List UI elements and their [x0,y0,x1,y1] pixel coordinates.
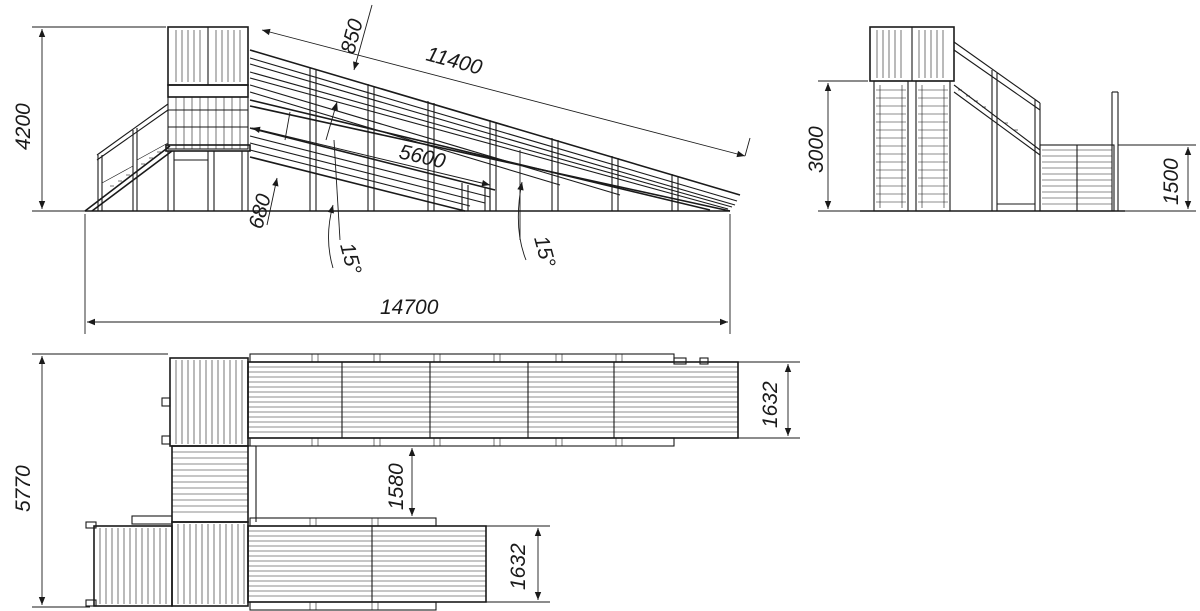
angle-right: 15° [529,233,559,270]
front-view: 3000 1500 [805,26,1196,212]
dim-lane-width-bottom: 1632 [507,543,530,590]
angle-left: 15° [335,240,365,277]
dim-tower-height: 4200 [12,103,35,150]
lower-lane [85,515,487,611]
dim-total-width: 5770 [12,465,35,512]
upper-lane [161,353,739,447]
front-stair-rail [953,41,1041,211]
dim-slide-length: 11400 [424,43,485,80]
dim-gap-width: 1580 [385,463,408,510]
front-top-slats [876,30,944,78]
connector [171,445,257,523]
tower [165,26,251,211]
dim-platform-height: 1500 [1160,158,1183,205]
upper-slide [249,49,741,212]
dim-total-length: 14700 [380,296,439,319]
dim-rail-height-low: 680 [245,191,276,231]
dim-lane-width-top: 1632 [759,381,782,428]
plan-view: 5770 1632 1580 1632 [12,353,800,611]
dim-side-height: 3000 [805,126,828,173]
tower-upper-slats [175,30,241,82]
dim-rail-height-top: 850 [337,16,368,56]
side-view: 4200 11400 850 5600 680 15° 15° 14700 [12,4,751,334]
front-lanes-hatch [876,85,948,208]
lower-slide [249,127,496,212]
left-stairs [84,103,173,212]
tower-lower-slats [175,97,241,149]
